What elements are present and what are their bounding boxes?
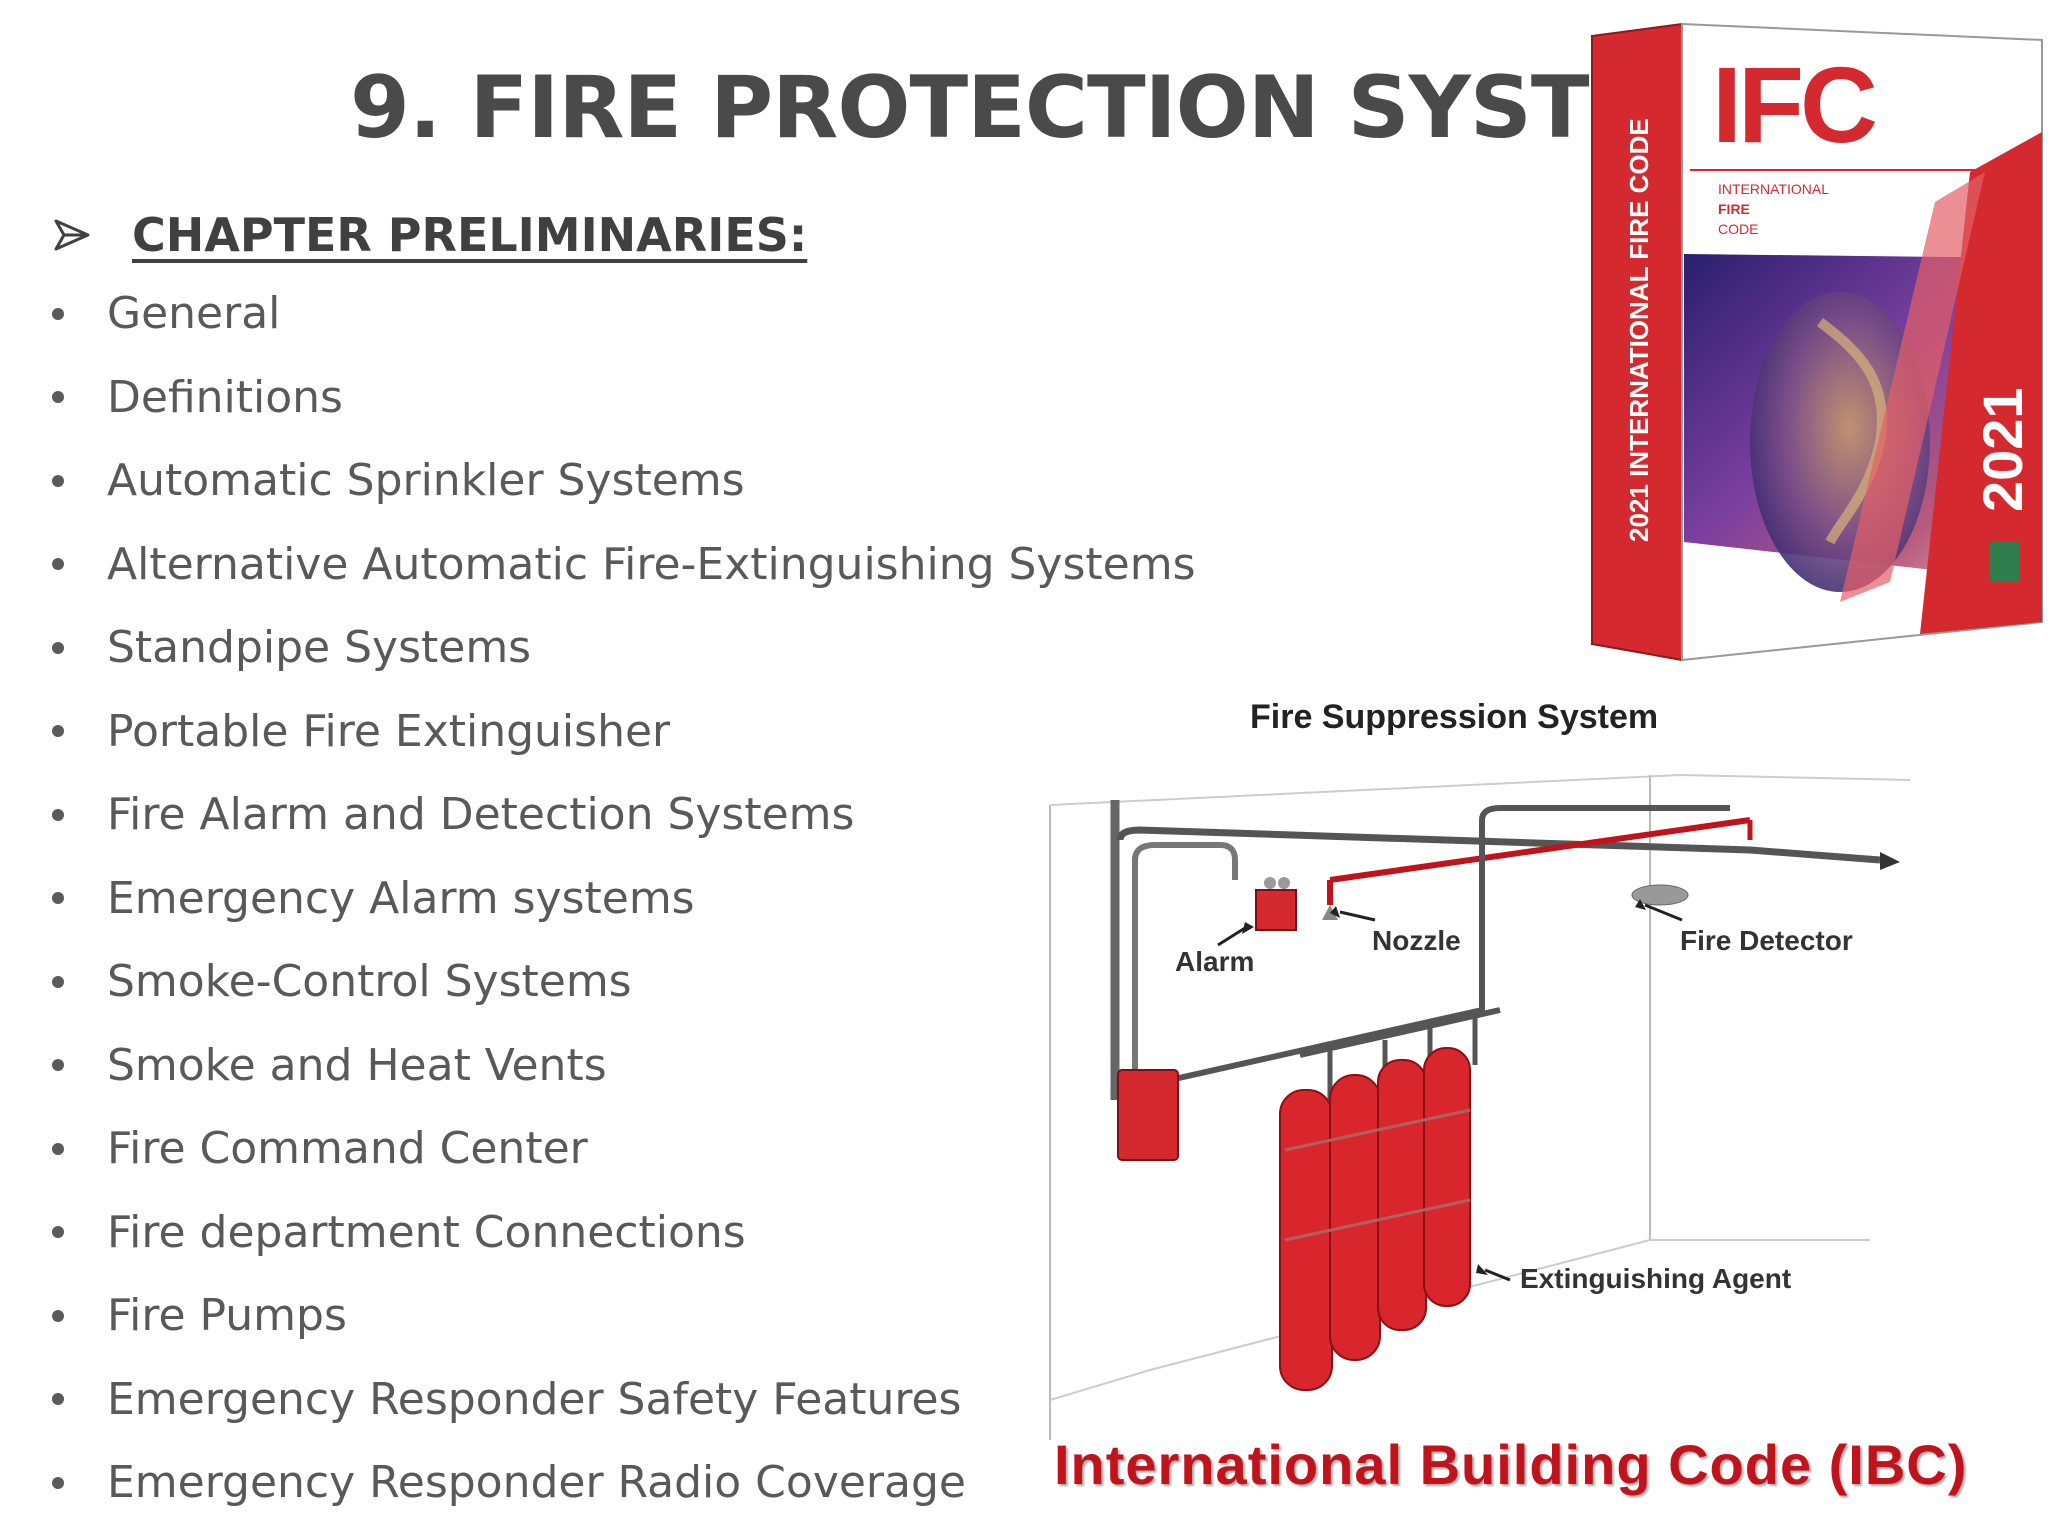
list-item: Alternative Automatic Fire-Extinguishing…	[52, 523, 1196, 607]
list-item-text: Smoke-Control Systems	[107, 956, 632, 1008]
bullet-dot-icon	[52, 808, 64, 821]
list-item-text: Fire department Connections	[107, 1206, 746, 1258]
bullet-dot-icon	[52, 474, 64, 487]
callout-extinguishing-agent: Extinguishing Agent	[1520, 1263, 1792, 1294]
bullet-list: General Definitions Automatic Sprinkler …	[52, 272, 1196, 1525]
list-item-text: Fire Alarm and Detection Systems	[107, 789, 855, 841]
list-item: Fire Pumps	[52, 1274, 1196, 1358]
list-item: Automatic Sprinkler Systems	[52, 439, 1196, 523]
list-item-text: Emergency Responder Safety Features	[107, 1373, 962, 1425]
list-item: Emergency Responder Safety Features	[52, 1358, 1196, 1442]
bullet-dot-icon	[52, 1142, 64, 1155]
list-item: General	[52, 272, 1196, 356]
list-item: Emergency Alarm systems	[52, 857, 1196, 941]
section-heading: CHAPTER PRELIMINARIES:	[52, 200, 807, 270]
bullet-dot-icon	[52, 725, 64, 738]
list-item: Fire Command Center	[52, 1107, 1196, 1191]
bullet-dot-icon	[52, 558, 64, 571]
list-item: Definitions	[52, 356, 1196, 440]
callout-alarm: Alarm	[1175, 946, 1255, 977]
section-heading-label: CHAPTER PRELIMINARIES:	[132, 208, 808, 262]
diagram-title: Fire Suppression System	[1250, 698, 1659, 736]
list-item-text: Portable Fire Extinguisher	[107, 705, 671, 757]
bullet-dot-icon	[52, 1393, 64, 1406]
list-item-text: Alternative Automatic Fire-Extinguishing…	[107, 538, 1196, 590]
bullet-dot-icon	[52, 1226, 64, 1239]
callout-nozzle: Nozzle	[1372, 925, 1461, 956]
bullet-dot-icon	[52, 307, 64, 320]
list-item-text: Fire Command Center	[107, 1123, 588, 1175]
list-item-text: Emergency Alarm systems	[107, 872, 695, 924]
ifc-book-cover: IFC INTERNATIONAL FIRE CODE 2021 INTERNA…	[1591, 22, 2043, 662]
list-item-text: Standpipe Systems	[107, 622, 532, 674]
cover-year: 2021	[1971, 387, 2034, 512]
list-item-text: Smoke and Heat Vents	[107, 1039, 607, 1091]
list-item: Portable Fire Extinguisher	[52, 690, 1196, 774]
icc-logo-icon	[1990, 542, 2020, 582]
list-item: Emergency Responder Radio Coverage	[52, 1441, 1196, 1525]
bullet-dot-icon	[52, 641, 64, 654]
arrow-bullet-icon	[54, 219, 90, 251]
callout-fire-detector: Fire Detector	[1680, 925, 1853, 956]
spine-text: 2021 INTERNATIONAL FIRE CODE	[1624, 118, 1654, 542]
ifc-logo-text: IFC	[1712, 44, 1876, 165]
list-item: Fire department Connections	[52, 1191, 1196, 1275]
footer-caption: International Building Code (IBC)	[1054, 1433, 1968, 1496]
list-item: Smoke and Heat Vents	[52, 1024, 1196, 1108]
list-item-text: General	[107, 288, 281, 340]
slide-title: 9. FIRE PROTECTION SYSTEMS	[350, 58, 1793, 158]
list-item-text: Definitions	[107, 371, 343, 423]
bullet-dot-icon	[52, 975, 64, 988]
bullet-dot-icon	[52, 1476, 64, 1489]
cover-line-international: INTERNATIONAL	[1718, 181, 1829, 197]
list-item: Standpipe Systems	[52, 606, 1196, 690]
list-item-text: Automatic Sprinkler Systems	[107, 455, 745, 507]
list-item-text: Fire Pumps	[107, 1290, 347, 1342]
list-item: Smoke-Control Systems	[52, 940, 1196, 1024]
list-item-text: Emergency Responder Radio Coverage	[107, 1457, 966, 1509]
bullet-dot-icon	[52, 1059, 64, 1072]
cover-line-code: CODE	[1718, 221, 1758, 237]
bullet-dot-icon	[52, 391, 64, 404]
fire-suppression-diagram	[1049, 773, 1911, 1440]
cover-line-fire: FIRE	[1718, 201, 1750, 217]
list-item: Fire Alarm and Detection Systems	[52, 773, 1196, 857]
bullet-dot-icon	[52, 1309, 64, 1322]
bullet-dot-icon	[52, 892, 64, 905]
